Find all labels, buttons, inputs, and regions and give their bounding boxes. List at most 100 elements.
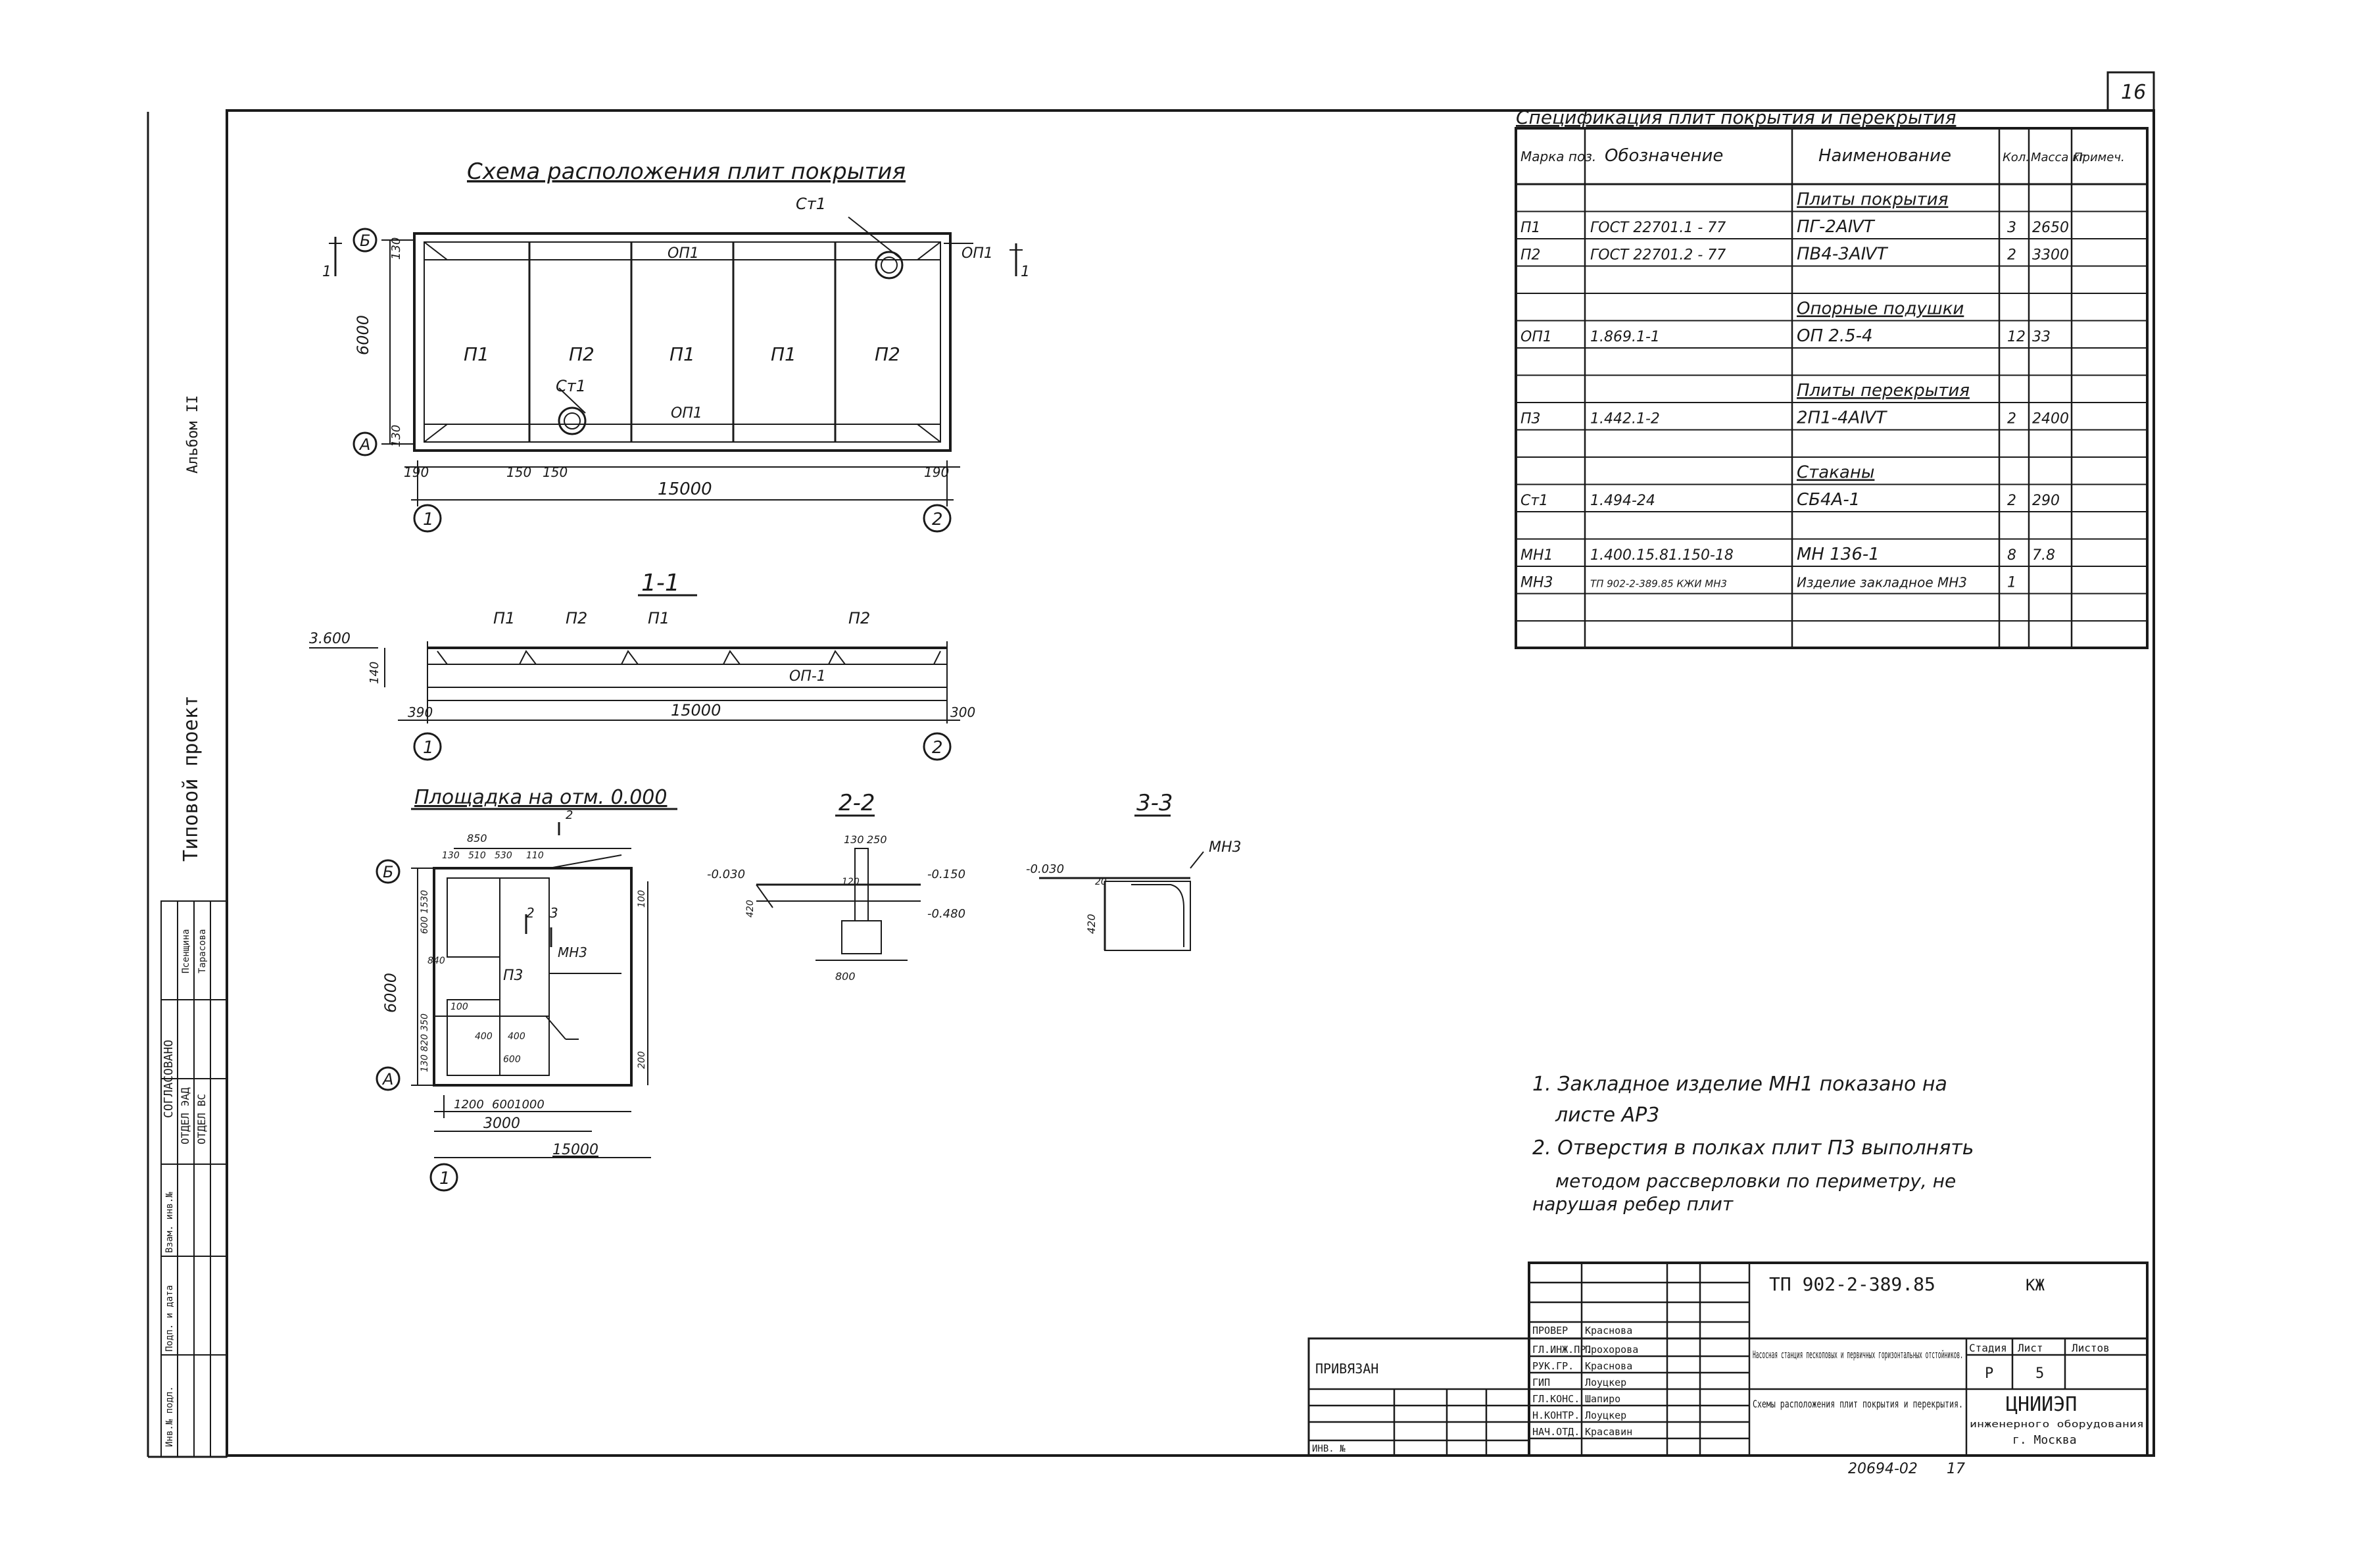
spec-cell-mark: ОП1 xyxy=(1520,329,1552,345)
stamp-name: Красавин xyxy=(1585,1426,1632,1438)
spec-cell-mass: 3300 xyxy=(2032,247,2069,264)
spec-cell-name: Стаканы xyxy=(1797,463,1874,483)
side-dept-vs: ОТДЕЛ ВС xyxy=(195,1094,208,1144)
note-line: 1. Закладное изделие МН1 показано на xyxy=(1532,1073,1947,1096)
stamp-stage-h: Стадия xyxy=(1969,1342,2007,1354)
platform-axis-a: А xyxy=(381,1070,393,1089)
section-1-1-level: 3.600 xyxy=(309,631,351,647)
side-texts: Альбом II Типовой проект СОГЛАСОВАНО ОТД… xyxy=(162,395,208,1447)
stamp-linked: ПРИВЯЗАН xyxy=(1315,1361,1378,1377)
platform-axis-1: 1 xyxy=(439,1169,450,1188)
scheme-title: Схема расположения плит покрытия xyxy=(467,159,906,185)
section-1-1-axis-1: 1 xyxy=(423,738,434,758)
scheme-dim-top: 130 xyxy=(389,237,403,260)
scheme-dim-span: 15000 xyxy=(658,479,712,499)
section-1-1-label: П2 xyxy=(566,609,587,627)
platform-dim-top: 110 xyxy=(526,850,544,861)
side-album: Альбом II xyxy=(185,395,201,474)
scheme-op-top: ОП1 xyxy=(668,245,699,262)
spec-cell-name: ПГ-2АⅣТ xyxy=(1797,217,1876,237)
section-3-3-title: 3-3 xyxy=(1136,790,1173,816)
stamp-section: КЖ xyxy=(2026,1276,2045,1294)
spec-cell-qty: 2 xyxy=(2007,493,2016,509)
scheme-op-side: ОП1 xyxy=(961,245,993,262)
section-2-2-level: -0.150 xyxy=(927,868,965,881)
scheme-axis-2: 2 xyxy=(932,510,943,529)
notes: 1. Закладное изделие МН1 показано на лис… xyxy=(1532,1073,1974,1215)
platform-dim-total: 6000 xyxy=(381,973,400,1013)
spec-cell-name: ПВ4-3АⅣТ xyxy=(1797,245,1889,264)
section-3-3-level: -0.030 xyxy=(1026,862,1064,876)
stamp-name: Краснова xyxy=(1585,1360,1632,1372)
stamp-role: ГЛ.ИНЖ.ПР. xyxy=(1532,1344,1592,1356)
spec-cell-designation: 1.494-24 xyxy=(1590,493,1655,509)
platform-inner-val: 100 xyxy=(450,1002,468,1012)
spec-cell-name: Опорные подушки xyxy=(1797,299,1964,319)
stamp-role: НАЧ.ОТД. xyxy=(1532,1426,1580,1438)
stamp-title-1: Насосная станция пескоповых и первичных … xyxy=(1753,1348,1963,1361)
platform-cut-2-inner: 2 xyxy=(526,905,535,921)
platform-dim-bottom: 1200 xyxy=(454,1098,484,1112)
platform-inner-val: 400 xyxy=(508,1031,525,1042)
section-3-3-label: МН3 xyxy=(1209,839,1242,856)
section-3-3-dim: 420 xyxy=(1085,914,1098,934)
side-sig1: Псенщина xyxy=(181,929,191,973)
note-line: 2. Отверстия в полках плит П3 выполнять xyxy=(1532,1137,1974,1160)
spec-cell-name: ОП 2.5-4 xyxy=(1797,326,1873,346)
stamp-name: Прохорова xyxy=(1585,1344,1638,1356)
spec-cell-designation: ГОСТ 22701.2 - 77 xyxy=(1590,247,1726,264)
platform-p3: П3 xyxy=(503,968,523,984)
section-2-2-title: 2-2 xyxy=(839,790,875,816)
stamp-role: РУК.ГР. xyxy=(1532,1360,1574,1372)
platform-plan xyxy=(376,808,677,1192)
stamp-org-3: г. Москва xyxy=(2012,1433,2077,1447)
stamp-sheets-h: Листов xyxy=(2072,1342,2110,1354)
section-3-3 xyxy=(1039,814,1204,951)
side-inv: Взам. инв.№ xyxy=(164,1192,175,1253)
sheet-number: 16 xyxy=(2121,81,2146,104)
platform-dim-right-upper: 100 xyxy=(637,890,647,908)
spec-cell-mass: 7.8 xyxy=(2032,547,2055,564)
side-inv: Инв.№ подл. xyxy=(164,1386,175,1447)
stamp-inv: ИНВ. № xyxy=(1312,1444,1346,1454)
section-2-2 xyxy=(756,814,921,961)
stamp-stage: Р xyxy=(1985,1365,1993,1382)
slab-label: П1 xyxy=(464,343,489,365)
note-line: нарушая ребер плит xyxy=(1532,1193,1734,1215)
stamp-bottom-code: 20694-02 xyxy=(1848,1461,1918,1477)
platform-dim-top: 510 xyxy=(468,850,486,861)
slab-label: П1 xyxy=(771,343,796,365)
platform-dim-right-lower: 200 xyxy=(637,1051,647,1069)
spec-cell-mark: Ст1 xyxy=(1520,493,1548,509)
spec-cell-name: Изделие закладное МН3 xyxy=(1797,575,1967,591)
section-2-2-dim: 130 xyxy=(844,833,864,846)
spec-cell-mark: П3 xyxy=(1520,411,1541,428)
slab-label: П2 xyxy=(569,343,595,365)
stamp-name: Лоуцкер xyxy=(1585,1409,1626,1421)
section-1-1-edge-right: 300 xyxy=(950,704,975,720)
platform-cut-3: 3 xyxy=(550,905,558,921)
platform-inner-val: 600 xyxy=(503,1054,521,1065)
stamp-org-2: инженерного оборудования xyxy=(1970,1419,2144,1430)
section-1-1-label: П1 xyxy=(493,609,515,627)
spec-header: Масса кг xyxy=(2031,151,2086,164)
spec-cell-designation: 1.400.15.81.150-18 xyxy=(1590,547,1734,564)
stamp-name: Краснова xyxy=(1585,1325,1632,1336)
stamp-role: ГИП xyxy=(1532,1377,1550,1388)
platform-mn3: МН3 xyxy=(558,944,587,960)
slab-label: П2 xyxy=(875,343,900,365)
platform-inner-val: 400 xyxy=(475,1031,493,1042)
platform-inner-val: 840 xyxy=(427,956,445,966)
spec-header: Марка поз. xyxy=(1520,149,1596,164)
note-line: листе АР3 xyxy=(1555,1104,1659,1127)
side-stamp xyxy=(160,900,228,1458)
scheme-dim-edge-left: 190 xyxy=(404,464,429,480)
note-line: методом рассверловки по периметру, не xyxy=(1555,1170,1956,1192)
section-3-3-dim: 20 xyxy=(1095,877,1107,887)
spec-cell-mark: П2 xyxy=(1520,247,1541,264)
section-2-2-level: -0.480 xyxy=(927,907,965,921)
spec-cell-mass: 33 xyxy=(2032,329,2051,345)
section-1-1-height: 140 xyxy=(368,662,381,684)
platform-cut-2: 2 xyxy=(566,808,573,822)
